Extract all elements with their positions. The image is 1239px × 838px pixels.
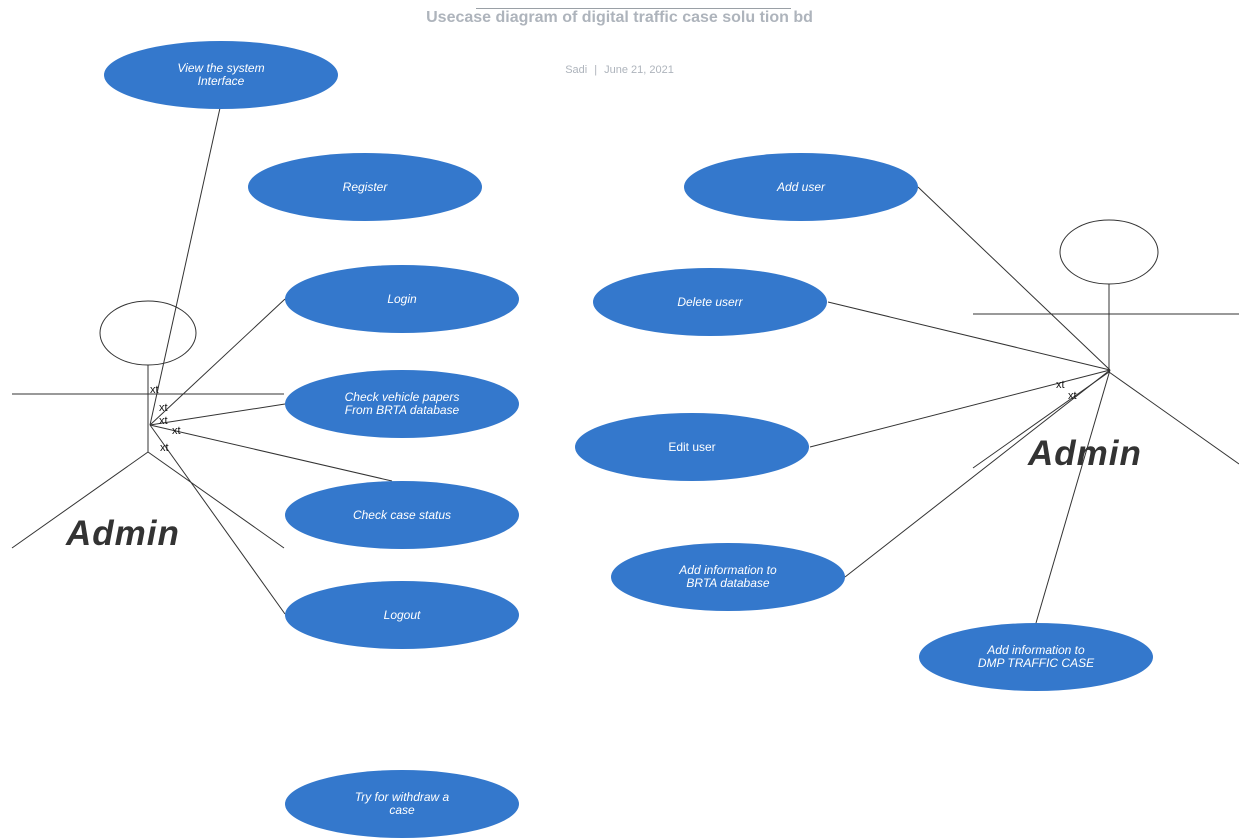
usecase-add-brta[interactable]: Add information to BRTA database	[611, 543, 845, 611]
assoc-check-papers	[149, 403, 286, 426]
left-actor-label: Admin	[66, 514, 180, 553]
diagram-title: Usecase diagram of digital traffic case …	[426, 9, 813, 26]
usecase-register[interactable]: Register	[248, 153, 482, 221]
usecase-login[interactable]: Login	[285, 265, 519, 333]
right-actor-label: Admin	[1028, 434, 1142, 473]
connector-label: xt	[172, 425, 181, 437]
right-actor-leg-right	[1108, 371, 1239, 465]
assoc-add-dmp	[1035, 369, 1111, 624]
title-rule	[476, 8, 791, 9]
usecase-edit-user[interactable]: Edit user	[575, 413, 809, 481]
connector-label: xt	[1068, 390, 1077, 402]
right-associations	[809, 186, 1111, 624]
left-actor-leg-left	[11, 451, 149, 549]
assoc-view-interface	[149, 107, 221, 426]
usecase-withdraw[interactable]: Try for withdraw a case	[285, 770, 519, 838]
usecase-delete-user[interactable]: Delete userr	[593, 268, 827, 336]
usecase-add-dmp[interactable]: Add information to DMP TRAFFIC CASE	[919, 623, 1153, 691]
connector-label: xt	[159, 415, 168, 427]
connector-label: xt	[160, 442, 169, 454]
assoc-check-status	[149, 424, 393, 482]
right-actor-head	[1059, 219, 1159, 285]
usecase-logout[interactable]: Logout	[285, 581, 519, 649]
right-actor-figure	[972, 219, 1239, 469]
assoc-add-brta	[844, 369, 1111, 578]
left-actor-head	[99, 300, 197, 366]
assoc-logout	[149, 424, 286, 615]
left-actor-leg-right	[147, 451, 285, 549]
left-actor-figure	[11, 300, 285, 549]
connector-label: xt	[150, 384, 159, 396]
usecase-check-papers[interactable]: Check vehicle papers From BRTA database	[285, 370, 519, 438]
left-associations	[149, 107, 393, 615]
usecase-add-user[interactable]: Add user	[684, 153, 918, 221]
assoc-delete-user	[827, 301, 1111, 371]
connector-label: xt	[1056, 379, 1065, 391]
connector-label: xt	[159, 402, 168, 414]
date: June 21, 2021	[604, 64, 674, 76]
assoc-login	[149, 298, 286, 426]
diagram-meta: Sadi | June 21, 2021	[0, 64, 1239, 76]
assoc-edit-user	[809, 369, 1111, 448]
author: Sadi	[565, 64, 588, 76]
usecase-view-interface[interactable]: View the system Interface	[104, 41, 338, 109]
meta-separator: |	[594, 64, 598, 76]
assoc-add-user	[917, 186, 1111, 371]
usecase-check-status[interactable]: Check case status	[285, 481, 519, 549]
